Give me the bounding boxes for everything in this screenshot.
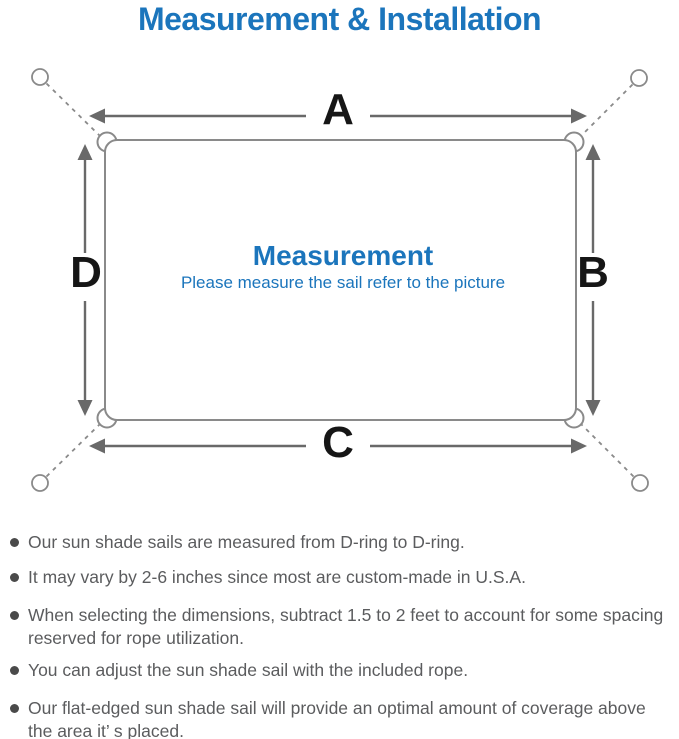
bullet-icon: [10, 538, 19, 547]
list-item: Our flat-edged sun shade sail will provi…: [10, 697, 671, 739]
dimension-arrow-a: [89, 108, 587, 124]
dimension-arrow-c: [89, 438, 587, 454]
bullet-icon: [10, 704, 19, 713]
note-text: It may vary by 2-6 inches since most are…: [28, 567, 526, 587]
dimension-arrow-b: [585, 144, 601, 416]
dimension-label-c: C: [322, 418, 354, 467]
list-item: When selecting the dimensions, subtract …: [10, 604, 671, 650]
rope-dashed-line-bottom-left: [45, 423, 101, 478]
anchor-point-bottom-left-icon: [31, 474, 49, 492]
note-text: Our sun shade sails are measured from D-…: [28, 532, 465, 552]
page-title: Measurement & Installation: [137, 1, 542, 37]
list-item: It may vary by 2-6 inches since most are…: [10, 566, 671, 589]
dimension-label-b: B: [577, 248, 609, 297]
sail-outline: [104, 139, 577, 421]
diagram-center-title: Measurement: [252, 240, 434, 271]
diagram-center-subtitle: Please measure the sail refer to the pic…: [180, 273, 506, 292]
sail-diagram-canvas: [31, 68, 649, 492]
rope-dashed-line-top-left: [45, 82, 101, 137]
dimension-arrow-d: [77, 144, 93, 416]
anchor-point-top-left-icon: [31, 68, 49, 86]
rope-dashed-line-top-right: [580, 83, 634, 137]
rope-dashed-line-bottom-right: [580, 423, 635, 478]
anchor-point-bottom-right-icon: [631, 474, 649, 492]
dimension-label-a: A: [322, 85, 354, 134]
note-text: Our flat-edged sun shade sail will provi…: [28, 698, 646, 739]
list-item: Our sun shade sails are measured from D-…: [10, 531, 671, 554]
note-text: When selecting the dimensions, subtract …: [28, 605, 664, 648]
bullet-icon: [10, 611, 19, 620]
anchor-point-top-right-icon: [630, 69, 648, 87]
dimension-label-d: D: [70, 248, 102, 297]
bullet-icon: [10, 666, 19, 675]
list-item: You can adjust the sun shade sail with t…: [10, 659, 671, 682]
note-text: You can adjust the sun shade sail with t…: [28, 660, 469, 680]
sail-measurement-diagram: A B C D Measurement Please measure the s…: [0, 55, 679, 515]
bullet-icon: [10, 573, 19, 582]
